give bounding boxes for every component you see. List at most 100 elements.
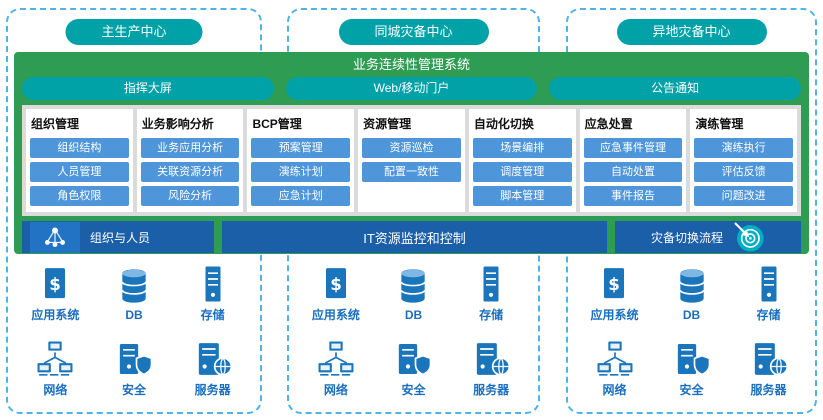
database-icon <box>393 266 433 306</box>
app-system-icon <box>35 264 75 304</box>
target-arrow-icon <box>733 221 765 253</box>
infra-label: 服务器 <box>473 383 510 397</box>
security-icon <box>393 339 433 379</box>
infra-item: 服务器 <box>193 339 233 398</box>
zone-header-remote: 异地灾备中心 <box>616 19 767 45</box>
infra-label: 服务器 <box>194 383 231 397</box>
infra-item: 存储 <box>193 264 233 323</box>
system-bottom-row: 组织与人员 IT资源监控和控制 灾备切换流程 <box>22 221 801 253</box>
infra-label: 存储 <box>200 308 225 322</box>
infra-label: DB <box>404 307 423 322</box>
infra-item: 应用系统 <box>31 264 79 323</box>
module-title: BCP管理 <box>252 117 302 131</box>
module-item: 预案管理 <box>251 138 351 158</box>
infra-label: 应用系统 <box>31 308 80 322</box>
infra-grid: 应用系统 DB 存储 网络 安全 服务器 <box>16 258 252 404</box>
module-title: 自动化切换 <box>473 117 534 131</box>
infra-item: 网络 <box>316 339 356 398</box>
infra-item: 服务器 <box>749 339 789 398</box>
portal-row: 指挥大屏 Web/移动门户 公告通知 <box>22 77 802 100</box>
infra-item: DB <box>393 266 433 322</box>
storage-icon <box>471 264 511 304</box>
infra-label: 应用系统 <box>590 308 639 322</box>
infra-label: 服务器 <box>750 383 787 397</box>
zone-main-production: 主生产中心 应用系统 DB 存储 网络 安全 <box>6 8 262 414</box>
module-column-org-mgmt: 组织管理 组织结构 人员管理 角色权限 <box>26 109 133 212</box>
module-item: 评估反馈 <box>694 162 794 182</box>
module-item: 场景编排 <box>472 138 572 158</box>
module-item: 脚本管理 <box>472 186 572 206</box>
dr-switch-box: 灾备切换流程 <box>615 221 801 253</box>
module-column-emergency: 应急处置 应急事件管理 自动处置 事件报告 <box>579 109 687 212</box>
infra-label: 网络 <box>602 383 627 397</box>
infra-item: 安全 <box>672 339 712 398</box>
network-icon <box>35 339 75 379</box>
module-column-drill: 演练管理 演练执行 评估反馈 问题改进 <box>690 109 798 212</box>
module-item: 演练执行 <box>694 138 794 158</box>
module-item: 人员管理 <box>30 162 129 182</box>
module-columns: 组织管理 组织结构 人员管理 角色权限 业务影响分析 业务应用分析 关联资源分析… <box>22 105 801 216</box>
module-item: 配置一致性 <box>362 162 461 182</box>
dr-switch-label: 灾备切换流程 <box>650 230 723 245</box>
module-item: 问题改进 <box>694 186 794 206</box>
portal-command-screen: 指挥大屏 <box>22 77 274 100</box>
infra-item: 网络 <box>35 339 75 398</box>
infra-item: 存储 <box>749 264 789 323</box>
module-title: 组织管理 <box>31 117 80 131</box>
infra-item: 安全 <box>393 339 433 398</box>
module-item: 应急事件管理 <box>583 138 683 158</box>
infra-item: 应用系统 <box>590 264 639 323</box>
module-column-bcp: BCP管理 预案管理 演练计划 应急计划 <box>247 109 355 212</box>
infra-label: 网络 <box>323 383 348 397</box>
module-item: 角色权限 <box>30 186 129 206</box>
infra-item: 服务器 <box>471 339 511 398</box>
zone-header-main: 主生产中心 <box>65 19 203 45</box>
security-icon <box>672 339 712 379</box>
module-column-resource: 资源管理 资源巡检 配置一致性 <box>358 109 465 212</box>
module-item: 关联资源分析 <box>140 162 240 182</box>
infra-label: DB <box>125 307 143 322</box>
module-item: 自动处置 <box>583 162 683 182</box>
infra-item: DB <box>114 266 154 322</box>
module-title: 资源管理 <box>363 117 412 131</box>
network-icon <box>595 339 635 379</box>
database-icon <box>114 266 154 306</box>
portal-web-mobile: Web/移动门户 <box>285 77 538 100</box>
server-icon <box>193 339 233 379</box>
module-item: 应急计划 <box>251 186 351 206</box>
infra-label: 存储 <box>756 308 781 322</box>
app-system-icon <box>594 264 634 304</box>
module-column-auto-switch: 自动化切换 场景编排 调度管理 脚本管理 <box>468 109 576 212</box>
server-icon <box>749 339 789 379</box>
storage-icon <box>749 264 789 304</box>
module-item: 业务应用分析 <box>140 138 240 158</box>
bcm-system-panel: 业务连续性管理系统 指挥大屏 Web/移动门户 公告通知 组织管理 组织结构 人… <box>14 52 809 254</box>
infra-item: 安全 <box>114 339 154 398</box>
module-item: 演练计划 <box>251 162 351 182</box>
module-title: 业务影响分析 <box>141 117 214 131</box>
infra-label: DB <box>682 307 701 322</box>
storage-icon <box>193 264 233 304</box>
module-item: 事件报告 <box>583 186 683 206</box>
infra-item: 应用系统 <box>312 264 360 323</box>
infra-label: 应用系统 <box>311 308 360 322</box>
infra-label: 安全 <box>401 383 426 397</box>
app-system-icon <box>316 264 356 304</box>
infra-grid: 应用系统 DB 存储 网络 安全 服务器 <box>297 258 530 404</box>
infra-label: 存储 <box>479 308 504 322</box>
server-icon <box>471 339 511 379</box>
infra-item: DB <box>672 266 712 322</box>
database-icon <box>672 266 712 306</box>
zone-header-same-city: 同城灾备中心 <box>338 19 489 45</box>
module-title: 演练管理 <box>695 117 744 131</box>
org-network-icon <box>42 224 68 250</box>
module-item: 组织结构 <box>30 138 129 158</box>
module-column-bia: 业务影响分析 业务应用分析 关联资源分析 风险分析 <box>136 109 244 212</box>
network-icon <box>316 339 356 379</box>
portal-announcements: 公告通知 <box>549 77 802 100</box>
infra-item: 存储 <box>471 264 511 323</box>
module-item: 风险分析 <box>140 186 240 206</box>
org-icon-tile <box>30 221 80 253</box>
infra-label: 安全 <box>679 383 704 397</box>
